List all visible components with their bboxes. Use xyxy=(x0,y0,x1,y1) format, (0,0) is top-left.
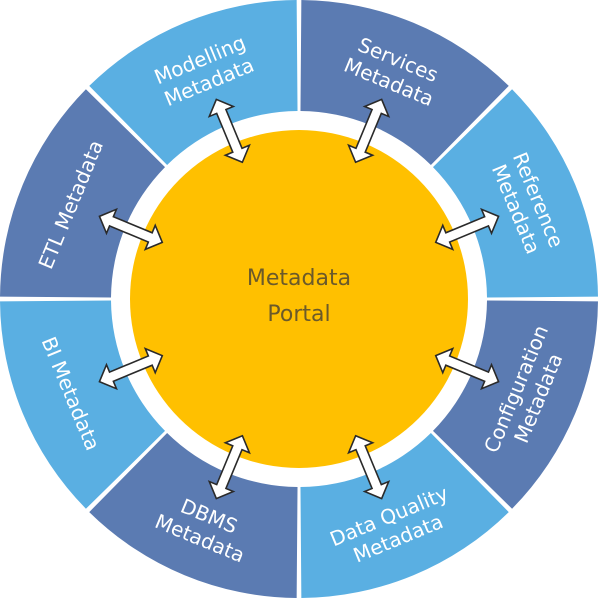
segment-dbms xyxy=(89,432,298,598)
arrows-group xyxy=(98,98,500,500)
segment-reference xyxy=(432,89,598,298)
double-arrow-icon xyxy=(98,347,164,391)
segment-etl xyxy=(0,89,166,298)
double-arrow-icon xyxy=(347,434,391,500)
double-arrow-icon xyxy=(434,347,500,391)
double-arrow-icon xyxy=(347,98,391,164)
center-circle xyxy=(130,130,468,468)
center-label-line: Portal xyxy=(267,302,330,327)
segment-modelling xyxy=(89,0,298,166)
segment-configuration xyxy=(432,300,598,509)
double-arrow-icon xyxy=(207,434,251,500)
segment-bi xyxy=(0,300,166,509)
segment-services xyxy=(300,0,509,166)
double-arrow-icon xyxy=(98,207,164,251)
segment-data-quality xyxy=(300,432,509,598)
double-arrow-icon xyxy=(207,98,251,164)
double-arrow-icon xyxy=(434,207,500,251)
center-label-line: Metadata xyxy=(247,266,351,291)
